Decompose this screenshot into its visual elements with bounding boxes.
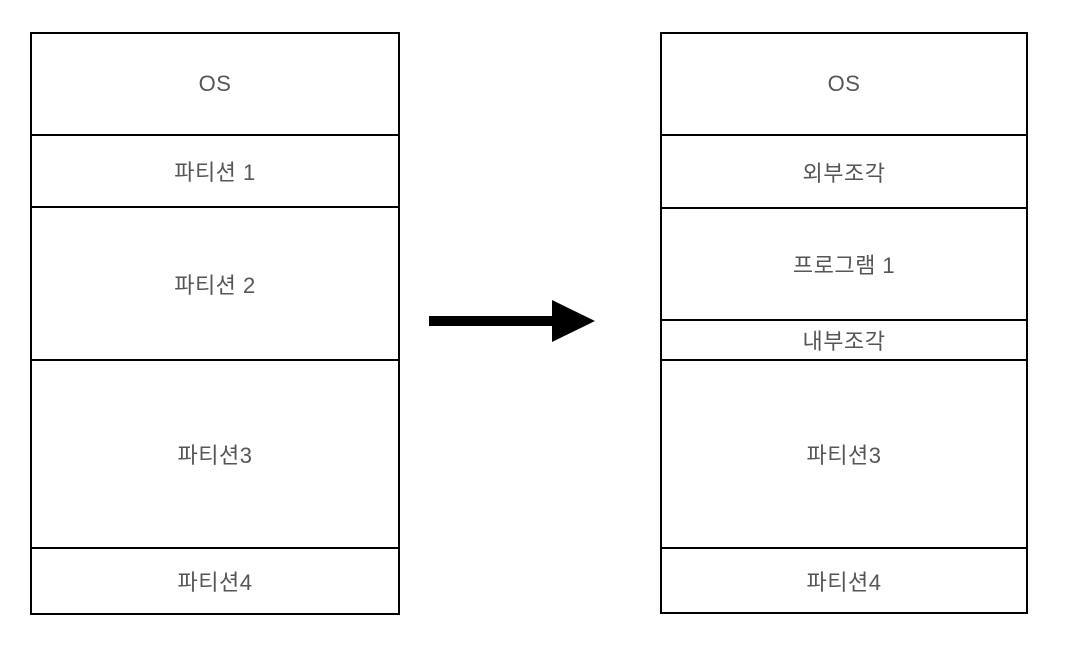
partition-label: 파티션 1 xyxy=(174,160,256,185)
partition-row-internal-fragment: 내부조각 xyxy=(662,321,1026,361)
partition-row-1: 파티션 1 xyxy=(32,136,398,208)
partition-label: 내부조각 xyxy=(802,329,886,354)
partition-row-program-1: 프로그램 1 xyxy=(662,209,1026,321)
partition-row-3: 파티션3 xyxy=(662,361,1026,549)
partition-row-os: OS xyxy=(32,34,398,136)
partition-label: 파티션3 xyxy=(806,443,882,468)
partition-label: 파티션4 xyxy=(806,569,882,595)
partition-row-external-fragment: 외부조각 xyxy=(662,136,1026,209)
partition-label: 외부조각 xyxy=(802,160,886,186)
partition-row-4: 파티션4 xyxy=(32,549,398,613)
partition-row-4: 파티션4 xyxy=(662,549,1026,612)
partition-label: 파티션3 xyxy=(177,443,253,468)
right-arrow-icon xyxy=(429,300,595,342)
partition-row-2: 파티션 2 xyxy=(32,208,398,361)
memory-box-after: OS 외부조각 프로그램 1 내부조각 파티션3 파티션4 xyxy=(660,32,1028,614)
partition-label: 프로그램 1 xyxy=(792,253,896,278)
partition-label: 파티션 2 xyxy=(174,272,256,298)
partition-label: 파티션4 xyxy=(177,570,253,595)
partition-label: OS xyxy=(198,71,232,96)
partition-row-os: OS xyxy=(662,34,1026,136)
partition-label: OS xyxy=(827,71,861,96)
memory-box-before: OS 파티션 1 파티션 2 파티션3 파티션4 xyxy=(30,32,400,615)
partition-row-3: 파티션3 xyxy=(32,361,398,549)
